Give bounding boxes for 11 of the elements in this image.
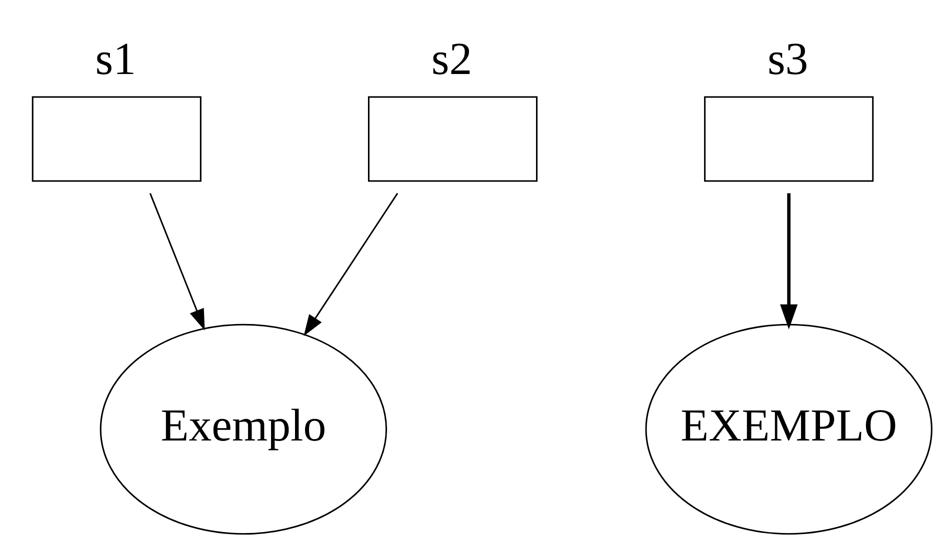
arrow [780,193,798,330]
node-label: s3 [767,33,808,84]
node-ellipse: Exemplo [100,324,388,535]
node-box [368,96,538,182]
arrow [304,192,398,336]
node-box [704,96,874,182]
node-ellipse: EXEMPLO [645,324,932,535]
arrow [149,193,205,331]
node-label: s1 [95,33,136,84]
node-label: s2 [431,33,472,84]
node-box [32,96,202,182]
